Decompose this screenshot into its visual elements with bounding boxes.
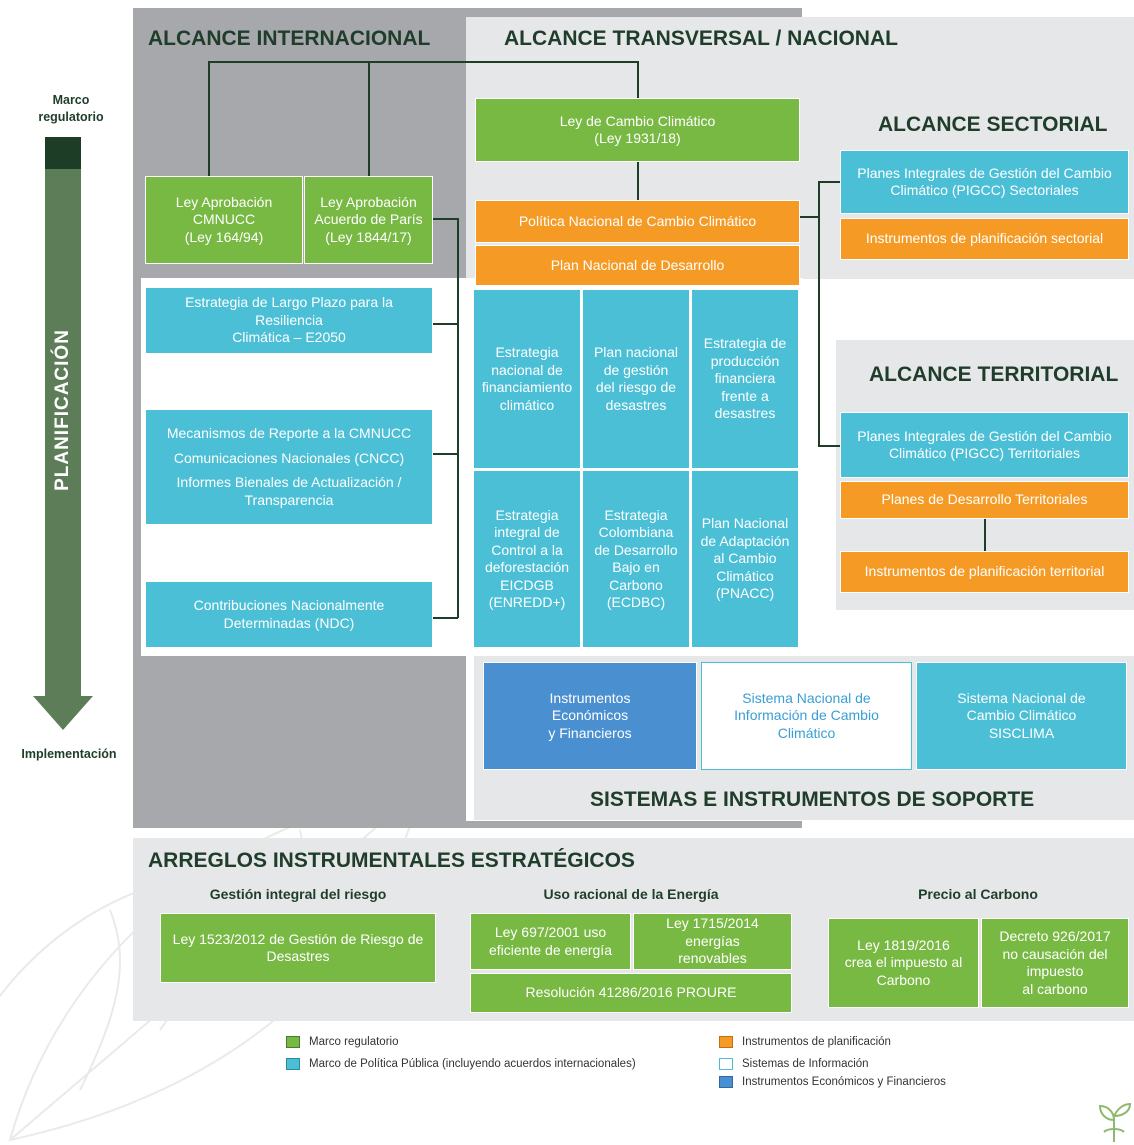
connector-ley-politica	[637, 161, 639, 201]
ley-1523-box: Ley 1523/2012 de Gestión de Riesgo de De…	[160, 913, 436, 983]
connector-ley-vertical	[637, 61, 639, 99]
instrumentos-economicos-box: Instrumentos Económicos y Financieros	[483, 662, 697, 770]
legend-swatch-green	[286, 1036, 300, 1048]
legend-swatch-blue	[719, 1076, 733, 1088]
decreto-926-box: Decreto 926/2017 no causación del impues…	[981, 918, 1129, 1008]
estrategia-produccion-box: Estrategia de producción financiera fren…	[691, 289, 799, 469]
connector-top-horizontal	[208, 61, 638, 63]
legend-economicos: Instrumentos Económicos y Financieros	[719, 1076, 946, 1088]
e2050-box: Estrategia de Largo Plazo para la Resili…	[145, 287, 433, 354]
arrow-top-block	[45, 137, 81, 169]
pnacc-box: Plan Nacional de Adaptación al Cambio Cl…	[691, 470, 799, 648]
ley-paris-box: Ley Aprobación Acuerdo de París (Ley 184…	[304, 176, 433, 264]
comunicaciones-line: Comunicaciones Nacionales (CNCC)	[173, 449, 405, 466]
gestion-riesgo-title: Gestión integral del riesgo	[209, 886, 387, 902]
ley-1715-box: Ley 1715/2014 energías renovables	[633, 913, 792, 970]
connector-to-territorial	[818, 445, 842, 447]
legend-politica-publica: Marco de Política Pública (incluyendo ac…	[286, 1058, 636, 1070]
header-alcance-internacional: ALCANCE INTERNACIONAL	[148, 27, 431, 50]
pigcc-territoriales-box: Planes Integrales de Gestión del Cambio …	[840, 412, 1129, 478]
header-sistemas-soporte: SISTEMAS E INSTRUMENTOS DE SOPORTE	[590, 788, 1035, 811]
ley-1819-box: Ley 1819/2016 crea el impuesto al Carbon…	[828, 918, 979, 1008]
pigcc-sectoriales-box: Planes Integrales de Gestión del Cambio …	[840, 150, 1129, 214]
planificacion-vertical-label: PLANIFICACIÓN	[52, 329, 73, 491]
legend-marco-regulatorio: Marco regulatorio	[286, 1036, 398, 1048]
uso-energia-title: Uso racional de la Energía	[543, 886, 719, 902]
instrumentos-sectorial-box: Instrumentos de planificación sectorial	[840, 218, 1129, 260]
mecanismos-line: Mecanismos de Reporte a la CMNUCC	[166, 425, 412, 441]
resolucion-41286-box: Resolución 41286/2016 PROURE	[470, 973, 792, 1013]
politica-nacional-box: Política Nacional de Cambio Climático	[475, 200, 800, 243]
ley-cmnucc-box: Ley Aprobación CMNUCC (Ley 164/94)	[145, 176, 303, 264]
connector-paris-vertical	[368, 61, 370, 177]
header-alcance-transversal: ALCANCE TRANSVERSAL / NACIONAL	[504, 27, 898, 50]
legend-sistemas-informacion: Sistemas de Información	[719, 1058, 869, 1070]
sisclima-box: Sistema Nacional de Cambio Climático SIS…	[916, 662, 1127, 770]
ley-697-box: Ley 697/2001 uso eficiente de energía	[470, 913, 631, 970]
connector-bracket-top	[432, 218, 458, 220]
eicdgb-box: Estrategia integral de Control a la defo…	[473, 470, 581, 648]
header-arreglos-instrumentales: ARREGLOS INSTRUMENTALES ESTRATÉGICOS	[148, 849, 635, 872]
legend-swatch-white	[719, 1058, 733, 1070]
connector-bracket-vertical	[457, 218, 459, 618]
planes-desarrollo-territoriales-box: Planes de Desarrollo Territoriales	[840, 481, 1129, 519]
connector-to-sectorial	[818, 181, 842, 183]
connector-bracket-ndc	[432, 617, 458, 619]
ndc-box: Contribuciones Nacionalmente Determinada…	[145, 581, 433, 648]
legend-swatch-orange	[719, 1036, 733, 1048]
down-arrow-icon	[33, 696, 93, 730]
legend-planificacion: Instrumentos de planificación	[719, 1036, 891, 1048]
plan-nacional-desarrollo-box: Plan Nacional de Desarrollo	[475, 245, 800, 286]
sistema-informacion-box: Sistema Nacional de Información de Cambi…	[701, 662, 912, 770]
sprout-icon	[1098, 1102, 1132, 1142]
ecdbc-box: Estrategia Colombiana de Desarrollo Bajo…	[582, 470, 690, 648]
legend-swatch-cyan	[286, 1058, 300, 1070]
header-alcance-sectorial: ALCANCE SECTORIAL	[878, 113, 1108, 136]
connector-bracket-e2050	[432, 323, 458, 325]
connector-territorial-vertical	[984, 518, 986, 552]
connector-bracket-cnucc	[432, 453, 458, 455]
connector-right-vertical	[818, 181, 820, 446]
informes-line: Informes Bienales de Actualización / Tra…	[176, 474, 402, 508]
connector-cmnucc-vertical	[208, 61, 210, 177]
precio-carbono-title: Precio al Carbono	[918, 886, 1038, 902]
header-alcance-territorial: ALCANCE TERRITORIAL	[869, 363, 1119, 386]
instrumentos-territorial-box: Instrumentos de planificación territoria…	[840, 551, 1129, 593]
arrow-shaft	[45, 169, 81, 697]
plan-riesgo-desastres-box: Plan nacional de gestión del riesgo de d…	[582, 289, 690, 469]
implementacion-label: Implementación	[21, 747, 117, 761]
mecanismos-reporte-box: Mecanismos de Reporte a la CMNUCC Comuni…	[145, 409, 433, 525]
marco-regulatorio-label: Marco regulatorio	[38, 93, 104, 124]
connector-politica-right	[799, 216, 819, 218]
estrategia-financiamiento-box: Estrategia nacional de financiamiento cl…	[473, 289, 581, 469]
ley-cambio-climatico-box: Ley de Cambio Climático (Ley 1931/18)	[475, 98, 800, 162]
